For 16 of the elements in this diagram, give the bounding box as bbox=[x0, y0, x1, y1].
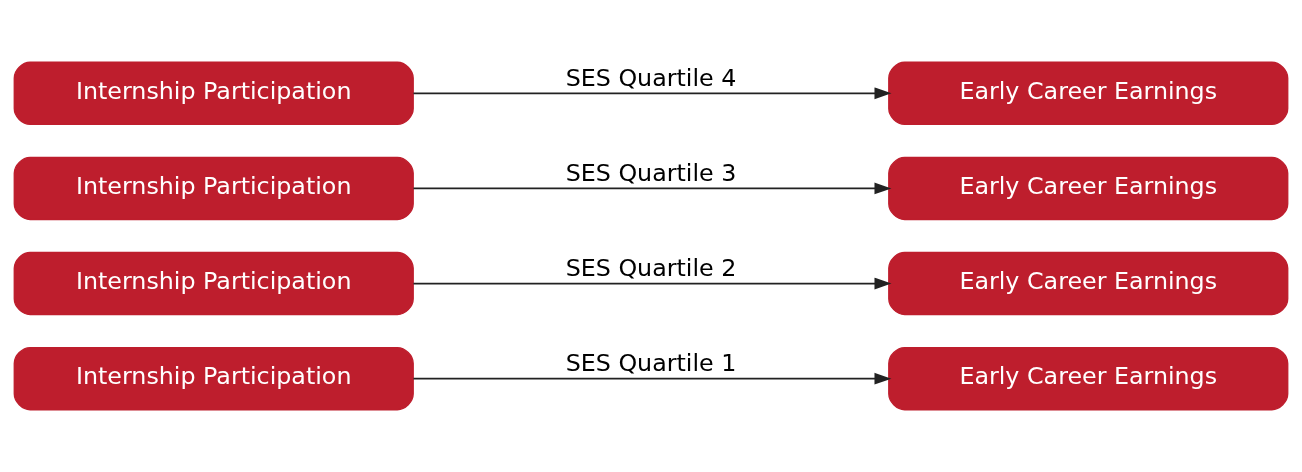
edge-label: SES Quartile 3 bbox=[565, 159, 737, 188]
arrow bbox=[412, 87, 892, 100]
node-box: Early Career Earnings bbox=[888, 156, 1289, 221]
node-box: Internship Participation bbox=[13, 346, 414, 411]
node-box: Early Career Earnings bbox=[888, 346, 1289, 411]
node-box: Internship Participation bbox=[13, 251, 414, 316]
node-box: Early Career Earnings bbox=[888, 61, 1289, 126]
arrow bbox=[412, 372, 892, 385]
arrow bbox=[412, 277, 892, 290]
node-box: Early Career Earnings bbox=[888, 251, 1289, 316]
node-box: Internship Participation bbox=[13, 61, 414, 126]
node-box: Internship Participation bbox=[13, 156, 414, 221]
edge-label: SES Quartile 4 bbox=[565, 63, 737, 92]
edge-label: SES Quartile 2 bbox=[565, 254, 737, 283]
arrow bbox=[412, 182, 892, 195]
edge-label: SES Quartile 1 bbox=[565, 349, 737, 378]
